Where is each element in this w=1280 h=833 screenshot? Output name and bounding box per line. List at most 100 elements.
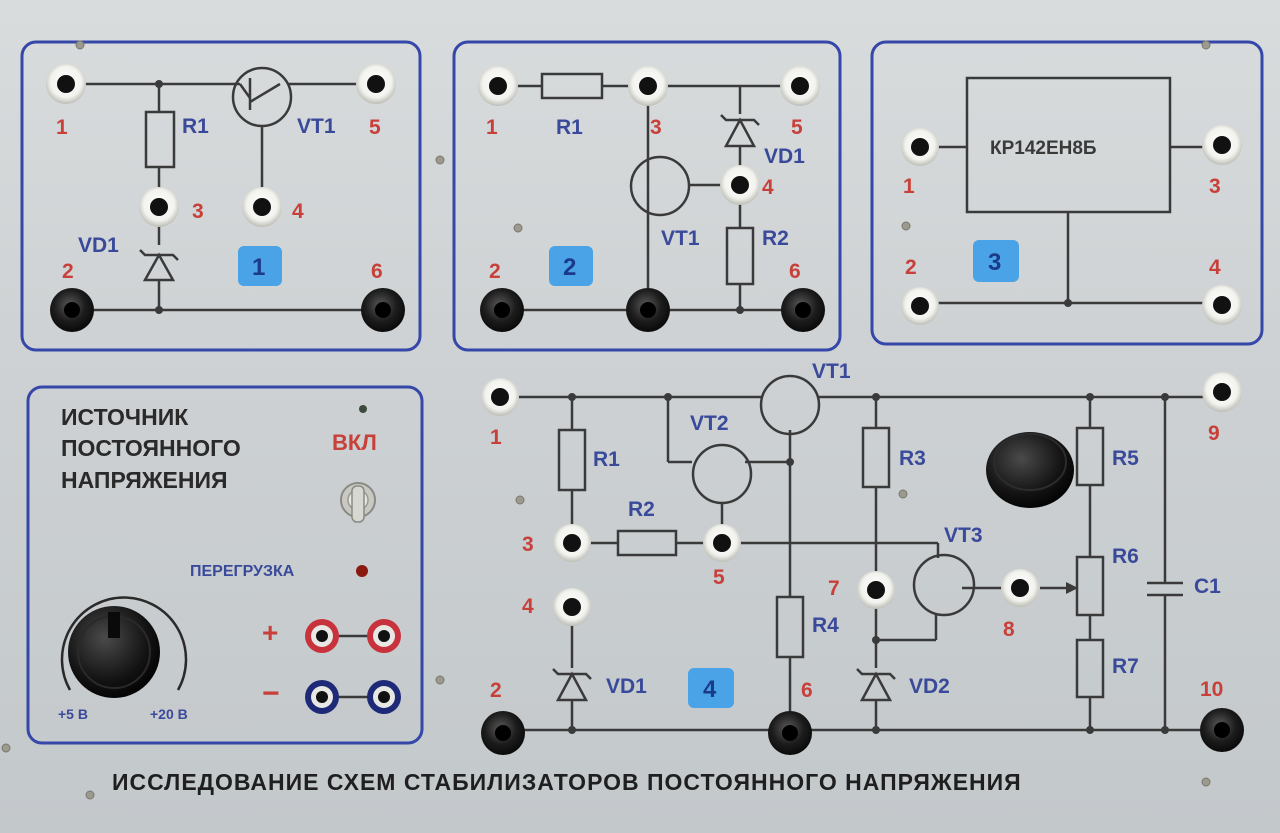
term-m1-2: 2 — [62, 260, 74, 283]
zener-vd1-m4 — [552, 668, 592, 702]
term-m2-2: 2 — [489, 260, 501, 283]
resistor-r6-m4 — [1075, 555, 1105, 617]
term-m4-6: 6 — [801, 679, 813, 702]
term-m4-10: 10 — [1200, 678, 1223, 701]
term-m4-4: 4 — [522, 595, 534, 618]
ps-title-line-3: НАПРЯЖЕНИЯ — [61, 467, 228, 493]
jack-m1-4[interactable] — [242, 187, 282, 227]
label-r5-m4: R5 — [1112, 447, 1139, 470]
term-m1-5: 5 — [369, 116, 381, 139]
toggle-switch-icon[interactable] — [340, 482, 376, 523]
jack-m4-8[interactable] — [1001, 569, 1039, 607]
jack-minus-1[interactable] — [305, 680, 339, 714]
power-supply: ИСТОЧНИК ПОСТОЯННОГО НАПРЯЖЕНИЯ ВКЛ ПЕРЕ… — [26, 385, 424, 745]
ps-title-line-1: ИСТОЧНИК — [61, 404, 189, 430]
term-m2-6: 6 — [789, 260, 801, 283]
term-m2-1: 1 — [486, 116, 498, 139]
jack-m4-10[interactable] — [1200, 708, 1244, 752]
rotary-knob-icon[interactable] — [986, 432, 1074, 508]
term-m4-3: 3 — [522, 533, 534, 556]
label-r1-m1: R1 — [182, 115, 209, 138]
jack-m3-2[interactable] — [901, 287, 939, 325]
jack-m1-1[interactable] — [46, 64, 86, 104]
term-m4-8: 8 — [1003, 618, 1015, 641]
module-4: 1 2 3 4 5 6 7 8 9 10 VT1 VT2 VT3 R1 R2 R… — [481, 360, 1244, 755]
term-m4-9: 9 — [1208, 422, 1220, 445]
term-m1-3: 3 — [192, 200, 204, 223]
transistor-vt1-m2 — [629, 155, 691, 217]
jack-m1-2[interactable] — [50, 288, 94, 332]
module-4-badge-text: 4 — [703, 676, 717, 703]
label-r4-m4: R4 — [812, 614, 839, 637]
module-3: КР142ЕН8Б 1 2 3 4 3 — [870, 40, 1264, 346]
jack-m2-3[interactable] — [628, 66, 668, 106]
plus-sign: + — [262, 617, 278, 648]
module-1-wires — [66, 78, 383, 312]
module-4-wires — [500, 395, 1222, 732]
jack-m3-4[interactable] — [1202, 285, 1242, 325]
transistor-vt1-m4 — [759, 374, 821, 436]
module-3-badge-text: 3 — [988, 249, 1001, 276]
jack-m4-5[interactable] — [703, 524, 741, 562]
jack-m1-6[interactable] — [361, 288, 405, 332]
range-max: +20 В — [150, 706, 188, 722]
jack-m2-6[interactable] — [781, 288, 825, 332]
label-r3-m4: R3 — [899, 447, 926, 470]
term-m1-1: 1 — [56, 116, 68, 139]
module-4-badge — [688, 668, 734, 708]
module-3-wires — [920, 145, 1222, 305]
range-min: +5 В — [58, 706, 88, 722]
jack-m4-3[interactable] — [553, 524, 591, 562]
jack-minus-2[interactable] — [367, 680, 401, 714]
label-r7-m4: R7 — [1112, 655, 1139, 678]
resistor-r3-m4 — [861, 426, 891, 489]
term-m1-4: 4 — [292, 200, 304, 223]
module-2-frame — [452, 40, 842, 352]
jack-m2-1[interactable] — [478, 66, 518, 106]
jack-plus-2[interactable] — [367, 619, 401, 653]
label-vd2-m4: VD2 — [909, 675, 950, 698]
resistor-r1-m4 — [557, 428, 587, 492]
resistor-r4-m4 — [775, 595, 805, 659]
jack-m3-3[interactable] — [1202, 125, 1242, 165]
module-3-badge — [973, 240, 1019, 282]
transistor-vt3-m4 — [912, 553, 976, 617]
jack-m1-5[interactable] — [356, 64, 396, 104]
jack-m4-6[interactable] — [768, 711, 812, 755]
jack-m2-4[interactable] — [720, 165, 760, 205]
label-vd1-m1: VD1 — [78, 234, 119, 257]
term-m2-3: 3 — [650, 116, 662, 139]
voltage-scale-arc — [60, 596, 188, 691]
ic-chip — [965, 76, 1172, 214]
label-vt1-m4: VT1 — [812, 360, 851, 383]
indicator-led-icon — [356, 565, 368, 577]
jack-m2-common[interactable] — [626, 288, 670, 332]
zener-vd1-m1 — [139, 249, 179, 282]
jack-m1-3[interactable] — [139, 187, 179, 227]
label-r2-m4: R2 — [628, 498, 655, 521]
module-3-frame — [870, 40, 1264, 346]
jack-plus-1[interactable] — [305, 619, 339, 653]
jack-m2-5[interactable] — [780, 66, 820, 106]
jack-m3-1[interactable] — [901, 128, 939, 166]
term-m3-3: 3 — [1209, 175, 1221, 198]
zener-vd2-m4 — [856, 668, 896, 702]
jack-m4-1[interactable] — [481, 378, 519, 416]
resistor-r1-m2 — [540, 72, 604, 100]
label-vt2-m4: VT2 — [690, 412, 729, 435]
module-1: 1 2 3 4 5 6 R1 VT1 VD1 1 — [20, 40, 422, 352]
jack-m4-4[interactable] — [553, 588, 591, 626]
panel-title: ИССЛЕДОВАНИЕ СХЕМ СТАБИЛИЗАТОРОВ ПОСТОЯН… — [112, 769, 1022, 795]
jack-m2-2[interactable] — [480, 288, 524, 332]
jack-m4-7[interactable] — [857, 571, 895, 609]
label-r6-m4: R6 — [1112, 545, 1139, 568]
jack-m4-2[interactable] — [481, 711, 525, 755]
term-m3-4: 4 — [1209, 256, 1221, 279]
rotary-knob-icon[interactable] — [68, 606, 160, 698]
label-r1-m4: R1 — [593, 448, 620, 471]
jack-m4-9[interactable] — [1202, 372, 1242, 412]
module-1-frame — [20, 40, 422, 352]
resistor-r2-m2 — [725, 226, 755, 286]
